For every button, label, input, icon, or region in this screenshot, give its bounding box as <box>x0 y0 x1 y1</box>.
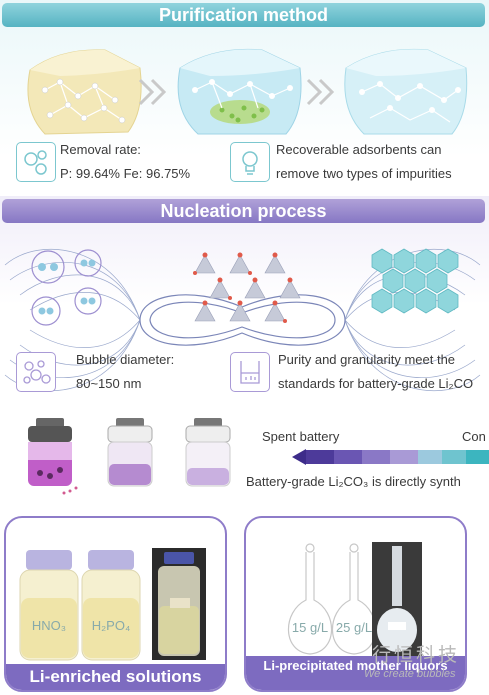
purity-text-line1: Purity and granularity meet the <box>278 352 456 367</box>
gradient-arrow <box>292 449 489 465</box>
flask-15 <box>287 543 333 655</box>
flask-25-label: 25 g/L <box>335 620 373 635</box>
flask-15-label: 15 g/L <box>291 620 329 635</box>
watermark-en: We create bubbles <box>364 668 456 680</box>
cube-purified <box>344 48 468 135</box>
acid-bottles <box>19 548 206 661</box>
hno3-label: HNO₃ <box>31 618 67 633</box>
purification-title: Purification method <box>2 3 485 27</box>
cube-impure <box>27 49 142 135</box>
purity-text-line2: standards for battery-grade Li₂CO <box>278 376 474 391</box>
battery-grade-text: Battery-grade Li₂CO₃ is directly synth <box>246 474 461 489</box>
volumetric-flasks <box>287 542 422 660</box>
h2po4-bottle <box>81 550 141 661</box>
hno3-bottle <box>19 550 79 661</box>
bubble-molecules <box>31 249 102 326</box>
central-loop <box>139 294 346 346</box>
photo-bottle <box>152 548 206 660</box>
watermark-cn: 行恒科技 <box>372 645 461 666</box>
battery-3 <box>185 418 231 487</box>
adsorbent-text-line2: remove two types of impurities <box>276 166 452 181</box>
li-enriched-panel: HNO₃ H₂PO₄ Li-enriched solutions <box>4 516 227 692</box>
cube-adsorbing <box>177 48 302 135</box>
photo-flask <box>372 542 422 660</box>
battery-1 <box>28 418 78 495</box>
flask-25 <box>331 543 377 655</box>
bubbles-icon <box>16 352 56 392</box>
bubble-diameter-label: Bubble diameter: <box>76 352 175 367</box>
adsorbent-text-line1: Recoverable adsorbents can <box>276 142 442 157</box>
purification-cubes <box>27 48 468 135</box>
h2po4-label: H₂PO₄ <box>91 618 131 633</box>
molecule-icon <box>16 142 56 182</box>
beaker-icon <box>230 352 270 392</box>
li-precipitated-label: Li-precipitated mother liquors <box>246 656 465 690</box>
nucleation-illustration <box>4 248 481 392</box>
spent-battery-label: Spent battery <box>262 429 340 444</box>
li-enriched-label: Li-enriched solutions <box>6 664 225 690</box>
lightbulb-icon <box>230 142 270 182</box>
con-label: Con <box>462 429 486 444</box>
removal-rate-values: P: 99.64% Fe: 96.75% <box>60 166 191 181</box>
removal-rate-label: Removal rate: <box>60 142 141 157</box>
li2co3-lattice <box>194 254 301 322</box>
chevrons-2 <box>306 78 335 106</box>
crystal-structure <box>371 248 459 314</box>
chevrons-1 <box>138 78 167 106</box>
li-precipitated-panel: 15 g/L 25 g/L Li-precipitated mother liq… <box>244 516 467 692</box>
nucleation-title: Nucleation process <box>2 199 485 223</box>
battery-cans <box>28 418 231 495</box>
battery-2 <box>107 418 153 487</box>
bubble-diameter-value: 80~150 nm <box>76 376 142 391</box>
